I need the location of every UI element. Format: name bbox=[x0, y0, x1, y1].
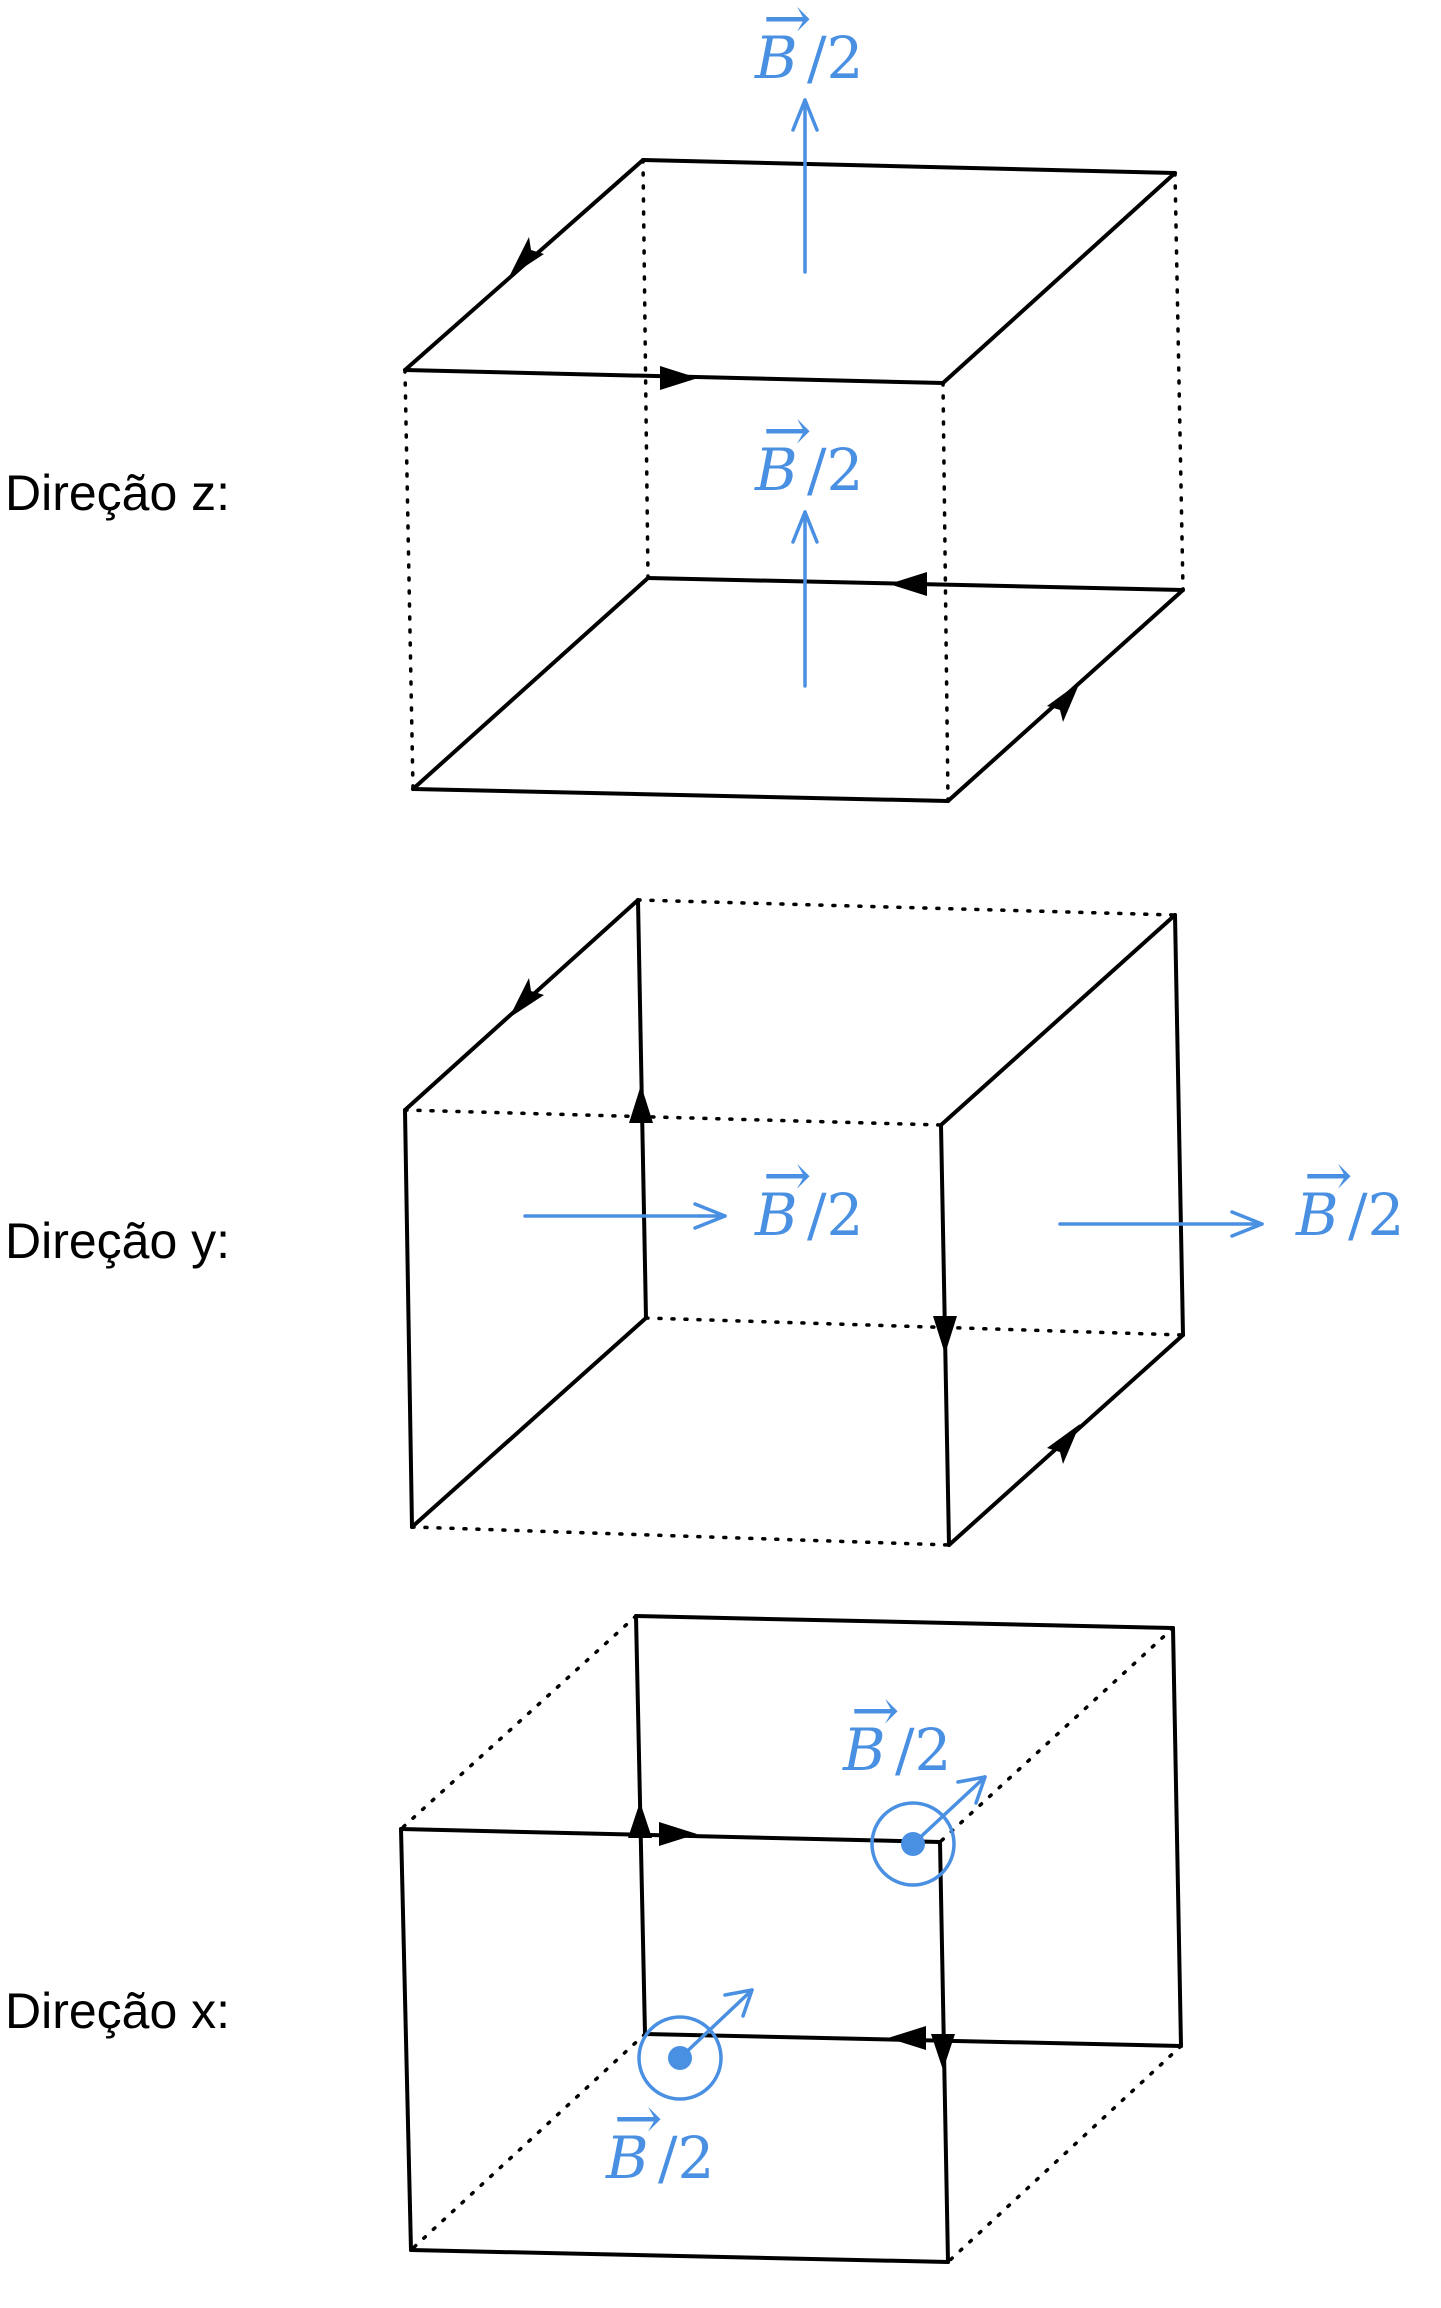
z-top-right-edge bbox=[941, 171, 1177, 385]
row-y: Direção y: bbox=[5, 898, 1404, 1547]
z-dotted-back-right bbox=[1173, 171, 1185, 592]
vector-arrow-mark: → bbox=[614, 2084, 663, 2152]
field-divisor: /2 bbox=[807, 1181, 863, 1249]
field-divisor: /2 bbox=[658, 2124, 714, 2192]
x-front-bottom-edge bbox=[409, 2248, 950, 2264]
y-dotted-top-back bbox=[636, 898, 1177, 917]
z-top-arrowhead-front bbox=[660, 366, 698, 390]
field-symbol-b: B bbox=[754, 1181, 798, 1249]
x-front-left-edge bbox=[399, 1827, 413, 2252]
x-back-top-edge bbox=[634, 1614, 1175, 1630]
label-direction-z: Direção z: bbox=[5, 465, 230, 521]
z-bottom-left-edge bbox=[411, 576, 650, 791]
y-left-bottom-edge bbox=[410, 1316, 648, 1529]
y-right-field-arrow bbox=[1058, 1210, 1264, 1238]
z-dotted-front-left bbox=[403, 368, 415, 791]
x-dotted-bottom-left bbox=[409, 2032, 647, 2252]
z-top-arrowhead-left bbox=[509, 237, 544, 277]
field-symbol-b: B bbox=[1295, 1181, 1339, 1249]
y-left-front-edge bbox=[403, 1108, 414, 1529]
x-lower-field-symbol bbox=[637, 1988, 754, 2101]
x-dotted-bottom-right bbox=[946, 2044, 1183, 2264]
y-left-field-arrow bbox=[523, 1202, 727, 1230]
y-dotted-bottom-back bbox=[644, 1316, 1185, 1337]
z-bottom-arrowhead-right bbox=[1047, 682, 1080, 722]
field-symbol-b: B bbox=[754, 24, 798, 92]
z-top-field-arrow bbox=[791, 98, 819, 274]
y-right-arrowhead-front bbox=[933, 1316, 957, 1354]
z-top-field-label: →B/2 bbox=[754, 0, 863, 92]
z-bottom-arrowhead-back bbox=[889, 572, 927, 596]
x-back-loop bbox=[628, 1614, 1183, 2050]
z-middle-field-label: →B/2 bbox=[754, 396, 863, 504]
z-bottom-loop bbox=[411, 572, 1185, 803]
y-right-field-label: →B/2 bbox=[1295, 1141, 1404, 1249]
x-upper-field-symbol bbox=[870, 1775, 987, 1887]
field-divisor: /2 bbox=[1348, 1181, 1404, 1249]
row-x: Direção x: bbox=[5, 1614, 1183, 2264]
z-dotted-front-right bbox=[941, 381, 950, 803]
z-top-back-edge bbox=[641, 158, 1177, 175]
label-direction-y: Direção y: bbox=[5, 1213, 230, 1269]
x-back-right-edge bbox=[1171, 1626, 1183, 2048]
field-divisor: /2 bbox=[807, 24, 863, 92]
z-top-loop bbox=[403, 158, 1177, 390]
x-lower-field-label: →B/2 bbox=[605, 2084, 714, 2192]
y-right-back-edge bbox=[1173, 913, 1185, 1337]
y-right-top-edge bbox=[939, 913, 1177, 1127]
y-left-arrowhead-top bbox=[509, 978, 544, 1018]
field-divisor: /2 bbox=[807, 436, 863, 504]
x-front-arrowhead-top bbox=[659, 1822, 697, 1846]
x-back-arrowhead-left bbox=[628, 1802, 652, 1838]
vector-arrow-mark: → bbox=[1304, 1141, 1353, 1209]
z-dotted-back-left bbox=[641, 158, 650, 580]
y-dotted-bottom-front bbox=[410, 1525, 951, 1547]
vector-arrow-mark: → bbox=[851, 1676, 900, 1744]
row-z: Direção z: bbox=[5, 0, 1185, 803]
y-left-loop bbox=[403, 898, 653, 1529]
field-divisor: /2 bbox=[895, 1716, 951, 1784]
vector-arrow-mark: → bbox=[763, 396, 812, 464]
z-bottom-field-arrow bbox=[791, 510, 819, 688]
field-symbol-b: B bbox=[842, 1716, 886, 1784]
label-direction-x: Direção x: bbox=[5, 1983, 230, 2039]
x-front-arrowhead-right bbox=[931, 2034, 955, 2070]
y-right-arrowhead-bottom bbox=[1047, 1424, 1080, 1464]
z-bottom-front-edge bbox=[411, 787, 950, 803]
vector-arrow-mark: → bbox=[763, 0, 812, 52]
x-back-arrowhead-bottom bbox=[888, 2026, 926, 2050]
y-right-loop bbox=[933, 913, 1185, 1547]
x-dotted-top-left bbox=[399, 1614, 638, 1831]
x-dotted-top-right bbox=[938, 1626, 1175, 1844]
x-front-loop bbox=[399, 1822, 955, 2264]
y-left-arrowhead-back bbox=[629, 1085, 653, 1123]
y-left-field-label: →B/2 bbox=[754, 1141, 863, 1249]
field-symbol-b: B bbox=[605, 2124, 649, 2192]
vector-arrow-mark: → bbox=[763, 1141, 812, 1209]
x-upper-field-label: →B/2 bbox=[842, 1676, 951, 1784]
field-symbol-b: B bbox=[754, 436, 798, 504]
y-dotted-top-front bbox=[403, 1108, 943, 1127]
